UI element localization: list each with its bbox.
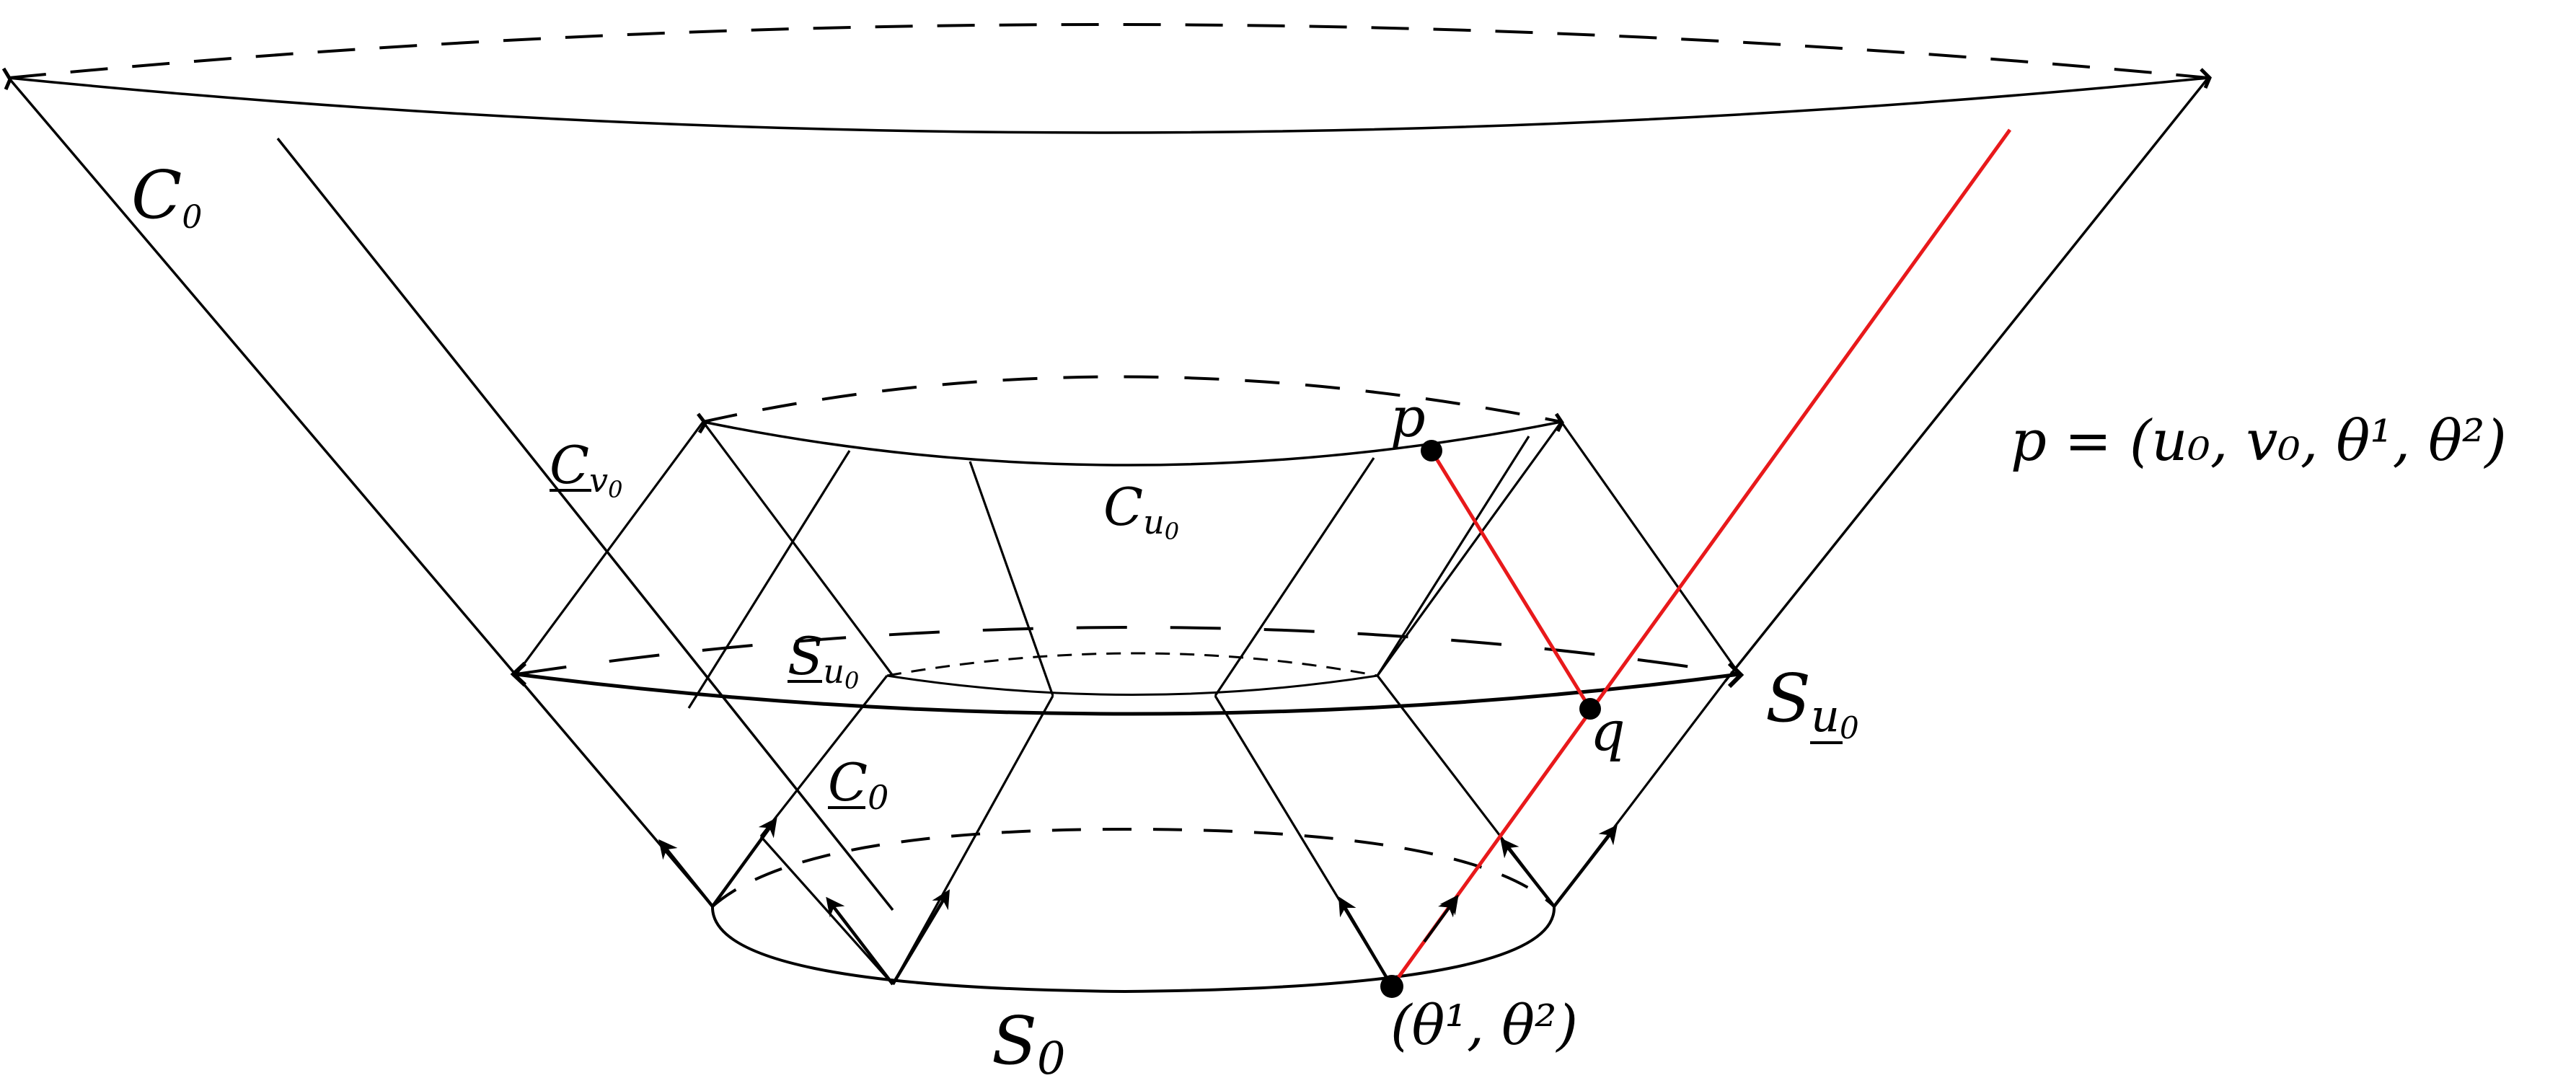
arrow-5 — [1338, 896, 1393, 988]
top-ellipse-back — [8, 23, 2209, 79]
middle-ellipse-front — [516, 672, 1740, 716]
inner-ellipse-front — [886, 674, 1378, 696]
red-curves — [1390, 128, 2012, 988]
point-p — [1421, 440, 1442, 461]
upper-left-diag-down — [702, 421, 894, 676]
arrow-4 — [891, 889, 950, 986]
arrow-6 — [1500, 837, 1556, 908]
top-ellipse — [1, 23, 2212, 134]
labels: C0 Cv0 Cu0 Su0 C0 S0 Su0 p — [131, 156, 2507, 1078]
label-Cv0: Cv0 — [550, 435, 622, 503]
bottom-ellipse-back — [711, 827, 1556, 908]
inner-ellipse — [886, 652, 1378, 696]
label-S0: S0 — [992, 1002, 1065, 1078]
arrows — [658, 817, 1618, 988]
upper-mid-line — [969, 461, 1054, 697]
label-Su0-inner: Su0 — [788, 626, 859, 694]
top-ellipse-right-cusp — [2200, 68, 2212, 89]
arrow-2 — [711, 817, 777, 908]
label-q: q — [1590, 699, 1626, 763]
bottom-ellipse — [710, 827, 1556, 994]
red-long-line — [1390, 128, 2012, 988]
label-p: p — [1390, 385, 1426, 449]
outer-left-line — [7, 76, 714, 908]
outer-cone-lines — [7, 76, 2210, 911]
label-C0-under: C0 — [828, 752, 888, 817]
point-q — [1579, 698, 1601, 720]
arrow-3 — [826, 896, 894, 986]
middle-ellipse — [510, 626, 1744, 716]
arrow-7 — [1553, 824, 1618, 908]
label-theta: (θ¹, θ²) — [1390, 993, 1578, 1057]
point-theta — [1380, 975, 1403, 998]
lower-fan-left-b — [759, 835, 894, 986]
upper-rightcusp-to-mid-right — [1560, 421, 1741, 675]
upper-right-line-b — [1376, 436, 1530, 676]
outer-right-line — [1724, 76, 2210, 683]
arrow-1 — [658, 839, 714, 908]
label-p-coords: p = (u₀, v₀, θ¹, θ²) — [2011, 409, 2507, 474]
label-Cu0: Cu0 — [1103, 477, 1179, 545]
inner-ellipse-back — [886, 652, 1378, 677]
inner-lower-left — [759, 675, 888, 837]
label-C0: C0 — [131, 156, 202, 236]
upper-right-line-a — [1214, 457, 1375, 697]
label-Su0-outer: Su0 — [1765, 660, 1859, 746]
outer-left-inner-line — [276, 137, 894, 911]
upper-left-to-mid-left — [515, 421, 705, 675]
bottom-ellipse-front — [710, 906, 1556, 994]
points — [1380, 440, 1601, 998]
mid-left-up-diag — [687, 450, 851, 709]
upper-right-line-c — [1376, 421, 1563, 676]
top-ellipse-front — [8, 76, 2209, 134]
upper-ellipse-back — [702, 375, 1562, 423]
red-p-to-q — [1429, 449, 1592, 710]
middle-ellipse-back — [516, 626, 1740, 676]
red-arrow-head — [1423, 894, 1459, 943]
lower-fan-left-a — [891, 695, 1054, 985]
lattice-lines — [515, 421, 1741, 987]
